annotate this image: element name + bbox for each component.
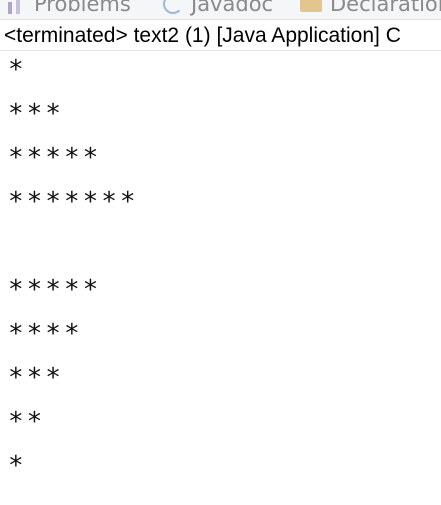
console-title: <terminated> text2 (1) [Java Application… [4, 24, 401, 47]
tab-declaration[interactable]: Declaration [300, 0, 441, 17]
output-line: * [8, 451, 27, 481]
view-tab-bar: Problems Javadoc Declaration [0, 0, 441, 19]
output-line: ***** [8, 275, 102, 305]
console-header: <terminated> text2 (1) [Java Application… [0, 19, 441, 51]
tab-problems-label: Problems [34, 0, 131, 16]
output-line: *** [8, 363, 64, 393]
declaration-icon [300, 0, 322, 12]
output-line: * [8, 55, 27, 85]
output-line: ***** [8, 143, 102, 173]
tab-javadoc-label: Javadoc [191, 0, 274, 16]
output-line: *** [8, 99, 64, 129]
tab-problems[interactable]: Problems [6, 0, 131, 17]
tab-declaration-label: Declaration [330, 0, 441, 16]
javadoc-icon [163, 0, 183, 14]
output-line: ******* [8, 187, 139, 217]
console-output[interactable]: * *** ***** ******* ***** **** *** ** * [0, 51, 441, 505]
tab-javadoc[interactable]: Javadoc [163, 0, 273, 17]
problems-icon [6, 0, 26, 14]
output-line: ** [8, 407, 46, 437]
output-line: **** [8, 319, 83, 349]
